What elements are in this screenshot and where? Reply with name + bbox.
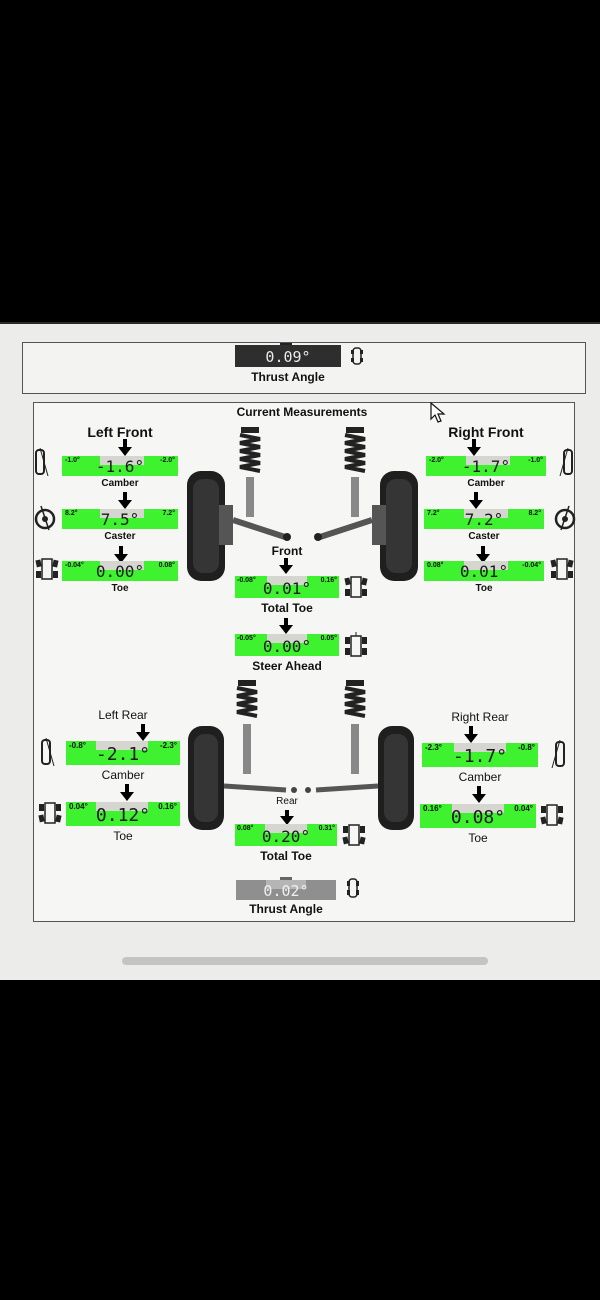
toe-car-icon-lr	[38, 800, 62, 831]
right-front-toe-min: 0.08°	[427, 562, 444, 569]
left-rear-camber-max: -2.3°	[160, 741, 177, 750]
left-rear-toe-label: Toe	[113, 829, 133, 843]
left-front-caster-gauge: 8.2° 7.2° 7.5°	[62, 509, 178, 529]
right-front-caster-gauge: 7.2° 8.2° 7.2°	[424, 509, 544, 529]
right-rear-toe-min: 0.16°	[423, 804, 442, 813]
left-front-toe-value: 0.00°	[95, 562, 145, 581]
toe-car-icon-rf	[550, 556, 574, 587]
caster-wheel-icon-rf	[553, 505, 577, 536]
rear-total-toe-gauge: 0.08° 0.31° 0.20°	[235, 824, 337, 846]
rear-total-toe-value: 0.20°	[261, 827, 311, 846]
right-front-toe-value: 0.01°	[459, 562, 509, 581]
caster-wheel-icon-lf	[33, 505, 57, 536]
camber-wheel-icon-rf	[558, 447, 574, 481]
right-rear-camber-value: -1.7°	[452, 746, 508, 767]
front-total-toe-min: -0.08°	[237, 577, 256, 584]
right-rear-toe-max: 0.04°	[514, 804, 533, 813]
right-rear-toe-value: 0.08°	[450, 807, 506, 828]
left-front-camber-label: Camber	[101, 478, 139, 489]
left-rear-camber-value: -2.1°	[95, 744, 151, 765]
right-front-toe-gauge: 0.08° -0.04° 0.01°	[424, 561, 544, 581]
left-rear-title: Left Rear	[98, 708, 148, 722]
left-front-toe-gauge: -0.04° 0.08° 0.00°	[62, 561, 178, 581]
left-front-title: Left Front	[87, 424, 153, 440]
right-rear-toe-gauge: 0.16° 0.04° 0.08°	[420, 804, 536, 828]
left-rear-camber-gauge: -0.8° -2.3° -2.1°	[66, 741, 180, 765]
steer-ahead-car-icon	[344, 632, 368, 665]
camber-wheel-icon-lf	[34, 447, 50, 481]
front-total-toe-label: Total Toe	[261, 601, 313, 615]
rear-total-toe-min: 0.08°	[237, 825, 254, 832]
left-front-camber-max: -2.0°	[160, 457, 175, 464]
left-rear-toe-min: 0.04°	[69, 802, 88, 811]
total-toe-car-icon	[344, 574, 368, 605]
rear-thrust-angle-value: 0.02°	[263, 882, 309, 900]
right-front-camber-max: -1.0°	[528, 457, 543, 464]
left-front-caster-label: Caster	[104, 531, 136, 542]
left-front-toe-label: Toe	[111, 583, 129, 594]
right-rear-camber-max: -0.8°	[518, 743, 535, 752]
left-rear-toe-max: 0.16°	[158, 802, 177, 811]
rear-total-toe-car-icon	[342, 822, 366, 853]
horizontal-scrollbar[interactable]	[122, 957, 488, 965]
right-front-caster-value: 7.2°	[464, 510, 504, 529]
car-thrust-icon-bottom	[346, 876, 360, 905]
right-front-title: Right Front	[448, 424, 524, 440]
right-rear-camber-label: Camber	[458, 770, 502, 784]
left-front-caster-max: 7.2°	[162, 510, 175, 517]
left-front-caster-min: 8.2°	[65, 510, 78, 517]
top-thrust-angle-gauge: 0.09°	[235, 345, 341, 367]
right-front-caster-label: Caster	[468, 531, 500, 542]
toe-car-icon-rr	[540, 802, 564, 833]
rear-total-toe-label: Total Toe	[260, 849, 312, 863]
front-suspension-graphic	[187, 427, 418, 581]
thrust-angle-arrow-bottom	[280, 877, 292, 881]
rear-suspension-graphic	[188, 680, 414, 830]
right-front-toe-label: Toe	[475, 583, 493, 594]
left-front-camber-value: -1.6°	[95, 457, 145, 476]
right-rear-camber-gauge: -2.3° -0.8° -1.7°	[422, 743, 538, 767]
steer-ahead-value: 0.00°	[262, 637, 312, 656]
left-front-toe-min: -0.04°	[65, 562, 84, 569]
camber-wheel-icon-rr	[550, 739, 566, 773]
right-front-camber-gauge: -2.0° -1.0° -1.7°	[426, 456, 546, 476]
front-total-toe-gauge: -0.08° 0.16° 0.01°	[235, 576, 339, 598]
steer-ahead-max: 0.05°	[320, 635, 337, 642]
front-total-toe-value: 0.01°	[262, 579, 312, 598]
car-thrust-icon-top	[350, 346, 364, 371]
right-front-camber-label: Camber	[467, 478, 505, 489]
front-total-toe-max: 0.16°	[320, 577, 337, 584]
left-rear-camber-label: Camber	[101, 768, 145, 782]
left-rear-toe-value: 0.12°	[95, 805, 151, 826]
steer-ahead-min: -0.05°	[237, 635, 256, 642]
front-title: Front	[271, 544, 303, 558]
right-rear-toe-label: Toe	[468, 831, 488, 845]
right-rear-title: Right Rear	[451, 710, 509, 724]
left-front-camber-gauge: -1.0° -2.0° -1.6°	[62, 456, 178, 476]
left-front-caster-value: 7.5°	[100, 510, 140, 529]
rear-thrust-angle-label: Thrust Angle	[249, 902, 323, 916]
mouse-cursor-icon	[430, 401, 446, 429]
right-front-toe-max: -0.04°	[522, 562, 541, 569]
rear-total-toe-max: 0.31°	[318, 825, 335, 832]
right-front-camber-value: -1.7°	[461, 457, 511, 476]
left-rear-toe-gauge: 0.04° 0.16° 0.12°	[66, 802, 180, 826]
right-front-camber-min: -2.0°	[429, 457, 444, 464]
camber-wheel-icon-lr	[40, 737, 56, 771]
steer-ahead-label: Steer Ahead	[252, 659, 322, 673]
toe-car-icon-lf	[35, 556, 59, 587]
left-rear-camber-min: -0.8°	[69, 741, 86, 750]
rear-title: Rear	[276, 796, 298, 807]
right-front-caster-min: 7.2°	[427, 510, 440, 517]
left-front-toe-max: 0.08°	[158, 562, 175, 569]
top-thrust-angle-value: 0.09°	[265, 348, 311, 366]
right-rear-camber-min: -2.3°	[425, 743, 442, 752]
steer-ahead-gauge: -0.05° 0.05° 0.00°	[235, 634, 339, 656]
top-thrust-angle-label: Thrust Angle	[251, 370, 325, 384]
left-front-camber-min: -1.0°	[65, 457, 80, 464]
rear-thrust-angle-gauge: 0.02°	[236, 880, 336, 900]
page-title: Current Measurements	[236, 405, 368, 419]
right-front-caster-max: 8.2°	[528, 510, 541, 517]
